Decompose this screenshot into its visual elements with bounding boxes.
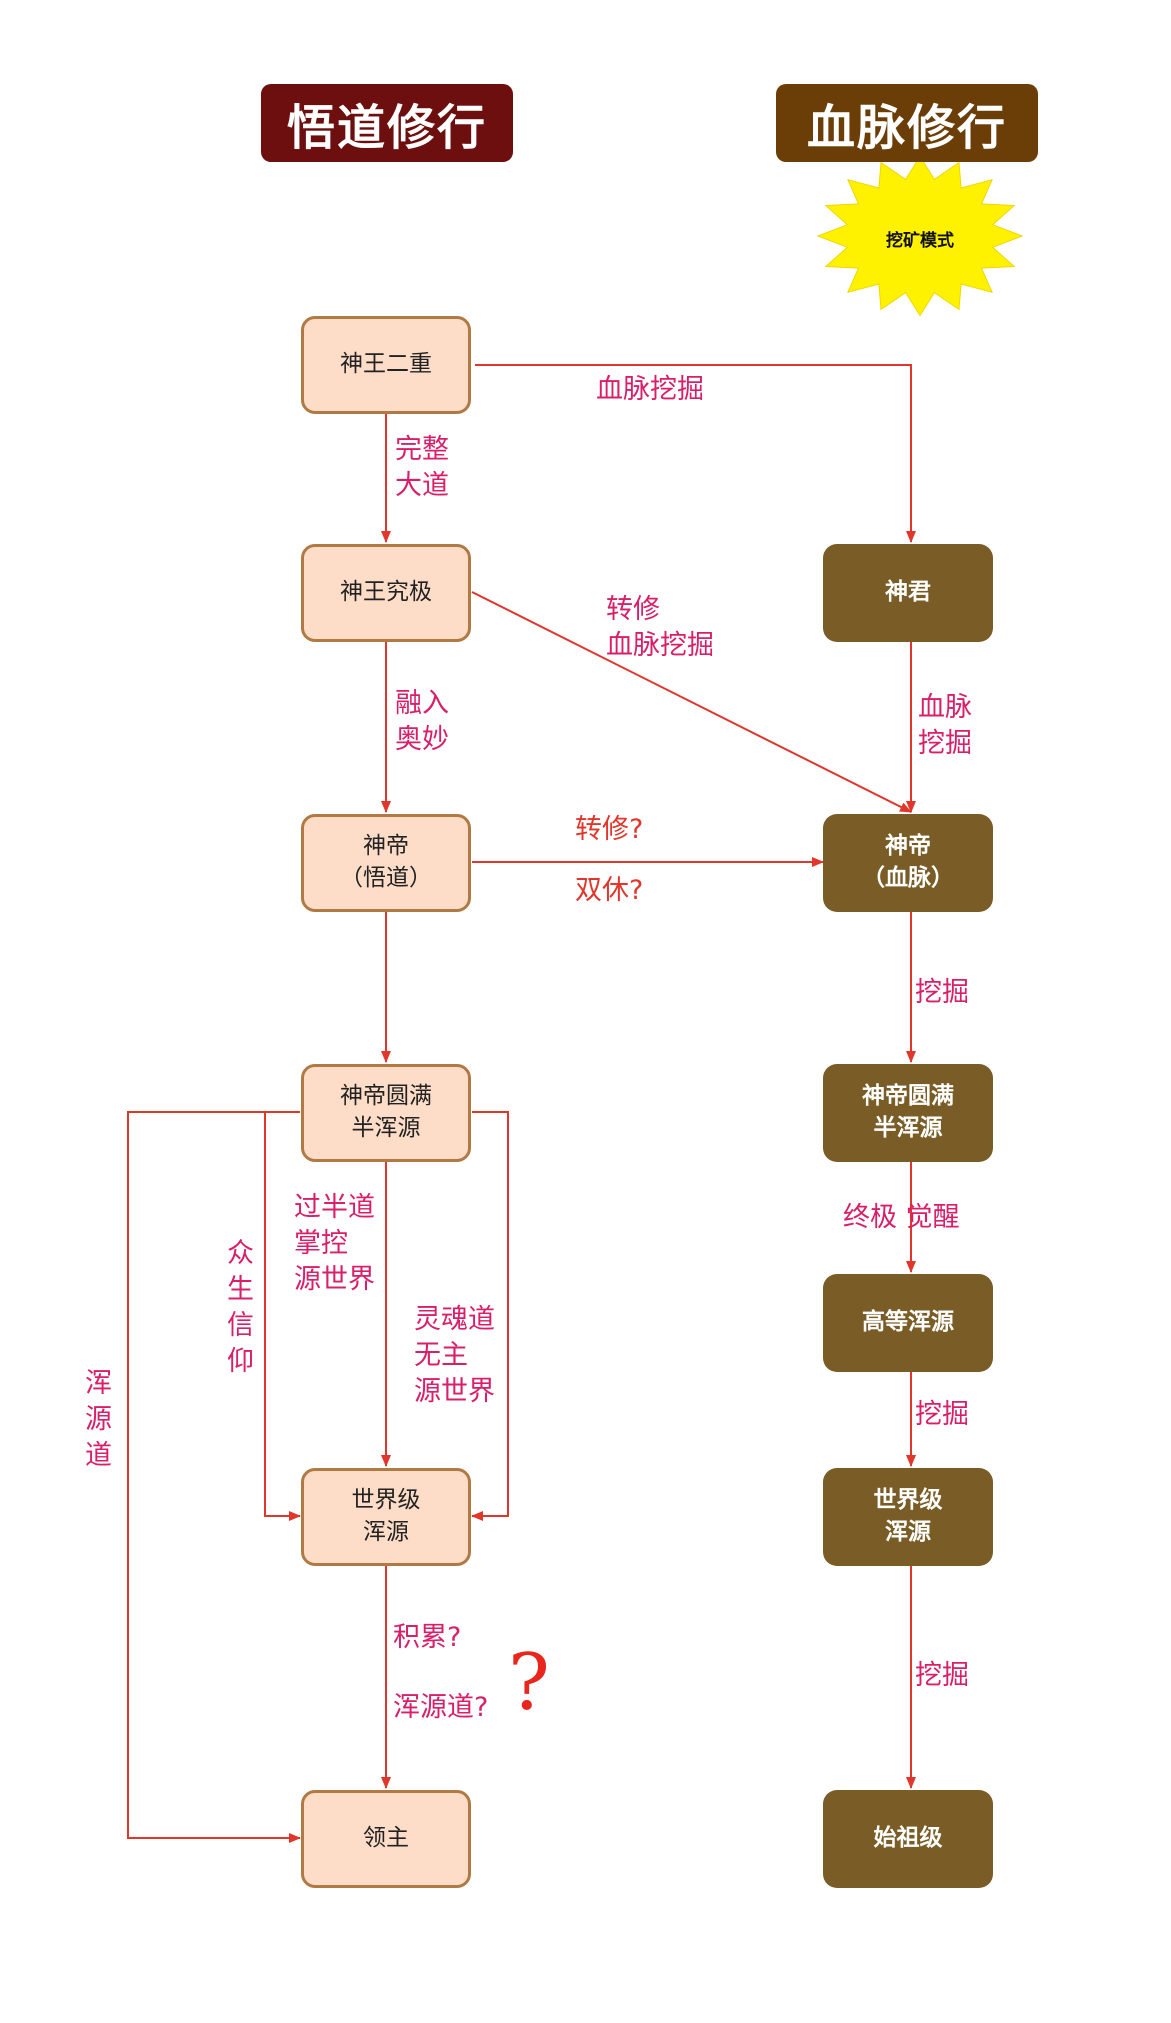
label-complete-dao: 完整 大道 <box>395 434 449 501</box>
label-ultimate-awaken: 终极 觉醒 <box>843 1202 960 1233</box>
node-god-emperor-insight: 神帝 （悟道） <box>301 814 471 912</box>
node-god-emperor-bloodline: 神帝 （血脉） <box>823 814 993 912</box>
node-god-lord: 神君 <box>823 544 993 642</box>
label-hunyuan-dao-question: 浑源道? <box>393 1692 489 1723</box>
node-god-emperor-perfect-left: 神帝圆满 半浑源 <box>301 1064 471 1162</box>
label-merge-mystery: 融入 奥妙 <box>395 688 449 755</box>
node-god-king-second: 神王二重 <box>301 316 471 414</box>
label-hunyuan-dao: 浑 源 道 <box>85 1368 112 1471</box>
edge-n4-n5-left <box>264 1111 301 1521</box>
label-switch-blood-dig: 转修 血脉挖掘 <box>606 594 714 661</box>
label-accumulate-question: 积累? <box>393 1622 462 1653</box>
label-dig-1: 挖掘 <box>915 977 969 1008</box>
burst-star-shape <box>816 155 1024 317</box>
node-ancestor: 始祖级 <box>823 1790 993 1888</box>
label-right-blood-dig: 血脉 挖掘 <box>918 692 972 759</box>
edge-n2-r2 <box>471 591 912 813</box>
header-insight-cultivation: 悟道修行 <box>261 84 513 162</box>
label-all-beings-faith: 众 生 信 仰 <box>227 1238 254 1377</box>
question-mark-annotation: ? <box>508 1638 550 1728</box>
node-god-emperor-perfect-right: 神帝圆满 半浑源 <box>823 1064 993 1162</box>
label-soul-dao: 灵魂道 无主 源世界 <box>414 1304 495 1407</box>
edge-n1-r1 <box>475 364 916 543</box>
node-god-king-ultimate: 神王究极 <box>301 544 471 642</box>
edge-n4-n6 <box>127 1111 301 1843</box>
label-half-dao: 过半道 掌控 源世界 <box>294 1192 375 1295</box>
label-dig-3: 挖掘 <box>915 1660 969 1691</box>
node-high-hunyuan: 高等浑源 <box>823 1274 993 1372</box>
label-dual-question: 双休? <box>575 875 644 906</box>
header-bloodline-cultivation: 血脉修行 <box>776 84 1038 162</box>
edge-n4-n5-right <box>471 1111 509 1521</box>
node-world-hunyuan-right: 世界级 浑源 <box>823 1468 993 1566</box>
node-lord: 领主 <box>301 1790 471 1888</box>
label-switch-question: 转修? <box>575 814 644 845</box>
label-blood-dig-top: 血脉挖掘 <box>596 374 704 405</box>
mining-mode-burst-label: 挖矿模式 <box>886 231 954 251</box>
node-world-hunyuan-left: 世界级 浑源 <box>301 1468 471 1566</box>
label-dig-2: 挖掘 <box>915 1399 969 1430</box>
